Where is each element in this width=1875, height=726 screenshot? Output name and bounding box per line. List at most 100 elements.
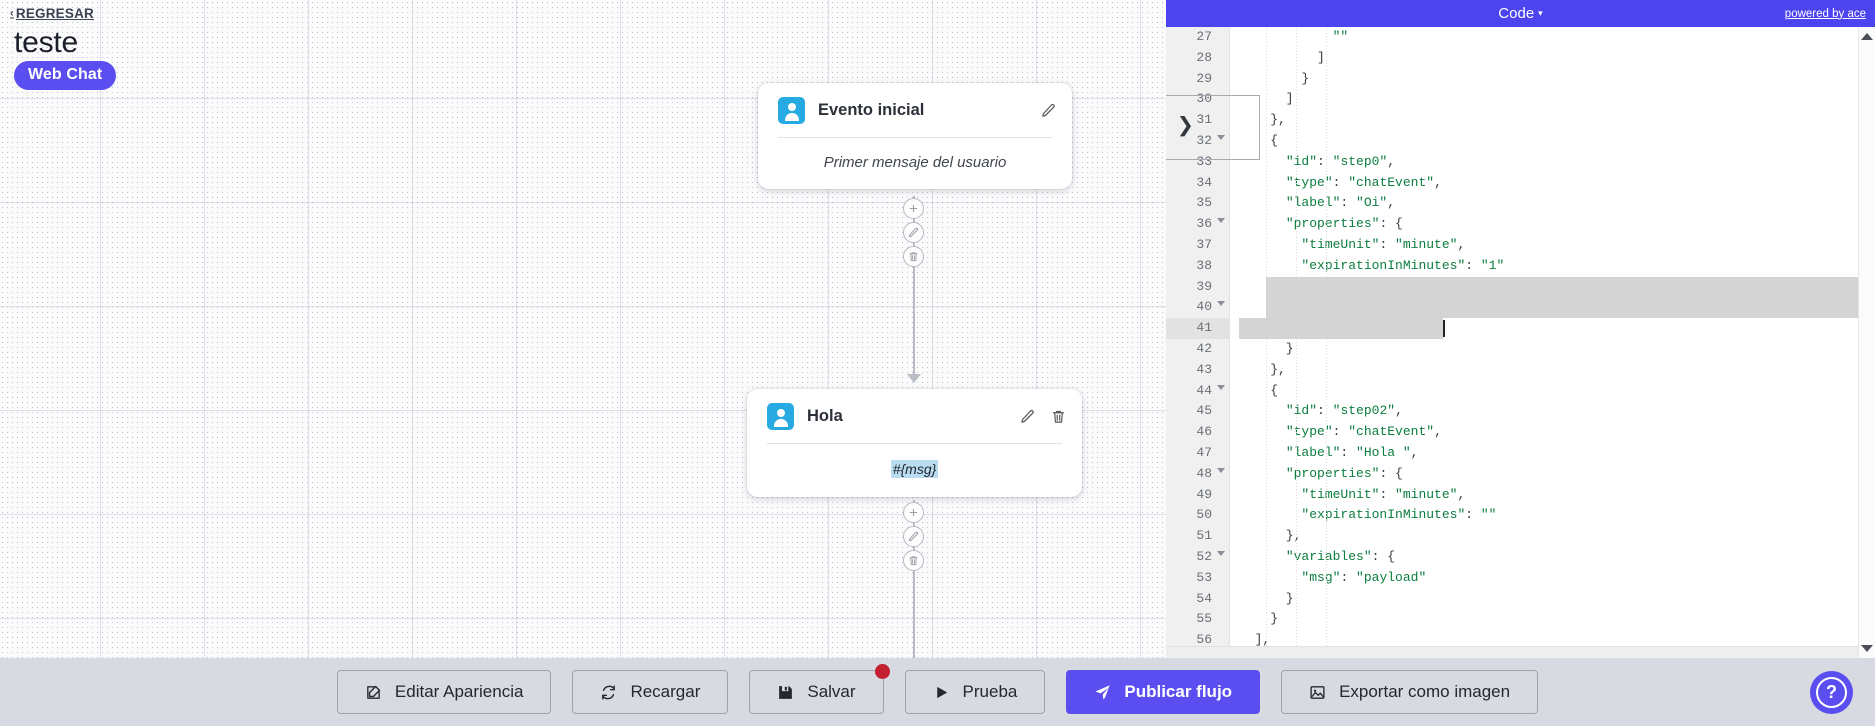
gutter-line[interactable]: 30 <box>1196 91 1212 107</box>
variable-tag[interactable]: #{msg} <box>890 460 939 478</box>
toolbar-button-publicar-flujo[interactable]: Publicar flujo <box>1066 670 1261 714</box>
gutter-line[interactable]: 27 <box>1196 29 1212 44</box>
fold-toggle-icon[interactable] <box>1217 218 1225 224</box>
gutter-line[interactable]: 36 <box>1166 214 1229 235</box>
flow-node-hola[interactable]: Hola #{msg} <box>747 389 1082 497</box>
code-line[interactable]: "msg": "payload" <box>1301 569 1427 585</box>
node-header: Hola <box>747 389 1082 443</box>
edit-icon[interactable] <box>1020 409 1035 424</box>
gutter-line[interactable]: 38 <box>1196 257 1212 273</box>
code-line[interactable]: "id": "step02", <box>1285 403 1403 419</box>
code-line[interactable]: "type": "chatEvent", <box>1285 424 1442 440</box>
gutter-line[interactable]: 41 <box>1166 318 1229 339</box>
code-line[interactable]: ] <box>1239 49 1325 65</box>
gutter-line[interactable]: 39 <box>1196 278 1212 294</box>
ace-credit-link[interactable]: powered by ace <box>1784 7 1866 20</box>
code-panel-header: Code▾ powered by ace <box>1166 0 1875 27</box>
code-line[interactable]: } <box>1239 70 1310 86</box>
code-line[interactable]: "id": "step0", <box>1285 153 1396 169</box>
gutter-line[interactable]: 35 <box>1196 195 1212 211</box>
gutter-line[interactable]: 50 <box>1196 507 1212 523</box>
delete-icon[interactable] <box>1051 409 1066 424</box>
gutter-line[interactable]: 56 <box>1196 632 1212 648</box>
flow-node-evento-inicial[interactable]: Evento inicial Primer mensaje del usuari… <box>758 83 1072 189</box>
code-panel-title[interactable]: Code▾ <box>1166 5 1875 22</box>
edit-icon[interactable] <box>903 222 924 243</box>
fold-toggle-icon[interactable] <box>1217 550 1225 556</box>
fold-toggle-icon[interactable] <box>1217 384 1225 390</box>
gutter-line[interactable]: 33 <box>1196 153 1212 169</box>
gutter-line[interactable]: 48 <box>1166 464 1229 485</box>
code-line[interactable]: }, <box>1239 361 1286 377</box>
toolbar-button-prueba[interactable]: Prueba <box>904 670 1046 714</box>
edit-icon[interactable] <box>1041 103 1056 118</box>
fold-toggle-icon[interactable] <box>1217 467 1225 473</box>
gutter-line[interactable]: 53 <box>1196 569 1212 585</box>
gutter-line[interactable]: 42 <box>1196 340 1212 356</box>
code-line[interactable]: "variables": { <box>1285 548 1396 564</box>
gutter-line[interactable]: 32 <box>1166 131 1229 152</box>
toolbar-button-exportar-como-imagen[interactable]: Exportar como imagen <box>1281 670 1539 714</box>
toolbar-button-label: Editar Apariencia <box>394 682 524 701</box>
gutter-line[interactable]: 37 <box>1196 236 1212 252</box>
user-avatar-icon <box>767 403 794 430</box>
code-line[interactable]: "expirationInMinutes": "" <box>1301 507 1497 523</box>
fold-toggle-icon[interactable] <box>1217 134 1225 140</box>
code-line[interactable]: } <box>1285 590 1294 606</box>
back-link[interactable]: ‹ REGRESAR <box>10 6 94 21</box>
code-line[interactable]: "expirationInMinutes": "1" <box>1301 257 1505 273</box>
delete-icon[interactable] <box>903 550 924 571</box>
code-line[interactable]: }, <box>1239 528 1302 544</box>
gutter-line[interactable]: 28 <box>1196 49 1212 65</box>
gutter-line[interactable]: 34 <box>1196 174 1212 190</box>
gutter-line[interactable]: 52 <box>1166 547 1229 568</box>
toolbar-button-editar-apariencia[interactable]: Editar Apariencia <box>336 670 552 714</box>
gutter-line[interactable]: 29 <box>1196 70 1212 86</box>
code-line[interactable]: "type": "chatEvent", <box>1285 174 1442 190</box>
fold-toggle-icon[interactable] <box>1217 301 1225 307</box>
editor-vertical-scrollbar[interactable] <box>1858 27 1875 658</box>
gutter-line[interactable]: 31 <box>1196 112 1212 128</box>
code-line[interactable]: "properties": { <box>1285 465 1403 481</box>
connector-actions-2[interactable] <box>903 502 924 571</box>
gutter-line[interactable]: 47 <box>1196 444 1212 460</box>
gutter-line[interactable]: 55 <box>1196 611 1212 627</box>
code-line[interactable]: }, <box>1239 112 1286 128</box>
code-line[interactable]: "" <box>1332 29 1349 44</box>
gutter-line[interactable]: 45 <box>1196 403 1212 419</box>
gutter-line[interactable]: 46 <box>1196 424 1212 440</box>
scroll-up-icon[interactable] <box>1861 33 1873 40</box>
image-icon <box>1309 684 1326 701</box>
code-line[interactable]: { <box>1239 382 1279 398</box>
flow-canvas[interactable]: ‹ REGRESAR teste Web Chat Evento inicial… <box>0 0 1166 658</box>
scroll-down-icon[interactable] <box>1861 645 1873 652</box>
add-icon[interactable] <box>903 198 924 219</box>
gutter-line[interactable]: 51 <box>1196 528 1212 544</box>
code-line[interactable]: "timeUnit": "minute", <box>1301 486 1466 502</box>
add-icon[interactable] <box>903 502 924 523</box>
gutter-line[interactable]: 40 <box>1166 297 1229 318</box>
code-line[interactable]: ] <box>1285 91 1294 107</box>
help-button[interactable]: ? <box>1810 671 1853 714</box>
gutter-line[interactable]: 44 <box>1166 381 1229 402</box>
gutter-line[interactable]: 54 <box>1196 590 1212 606</box>
code-line[interactable]: } <box>1239 611 1279 627</box>
connector-actions-1[interactable] <box>903 198 924 267</box>
edit-icon[interactable] <box>903 526 924 547</box>
chevron-down-icon[interactable]: ▾ <box>1538 8 1543 18</box>
gutter-line[interactable]: 49 <box>1196 486 1212 502</box>
node-body: Primer mensaje del usuario <box>758 138 1072 189</box>
editor-horizontal-scrollbar[interactable] <box>1166 646 1858 658</box>
toolbar-button-recargar[interactable]: Recargar <box>572 670 729 714</box>
gutter-line[interactable]: 43 <box>1196 361 1212 377</box>
bottom-toolbar: Editar Apariencia Recargar Salvar Prueba Pub… <box>0 658 1875 726</box>
code-line[interactable]: { <box>1239 132 1279 148</box>
code-line[interactable]: "timeUnit": "minute", <box>1301 236 1466 252</box>
code-line[interactable]: "properties": { <box>1285 216 1403 232</box>
code-line[interactable]: } <box>1285 340 1294 356</box>
toolbar-button-salvar[interactable]: Salvar <box>749 664 890 714</box>
delete-icon[interactable] <box>903 246 924 267</box>
